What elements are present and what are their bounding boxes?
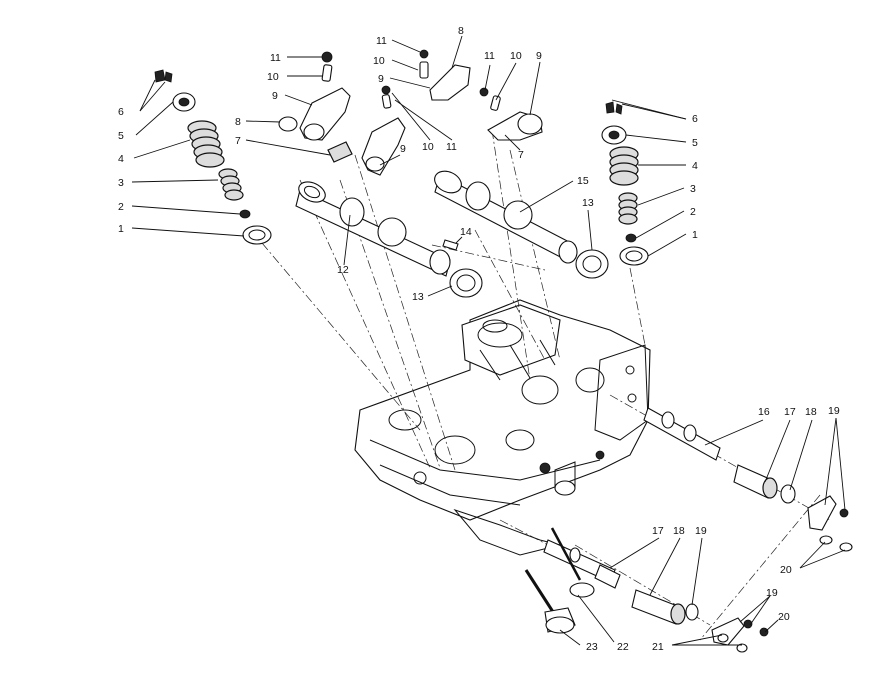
label-5-right: 5	[692, 137, 698, 149]
label-1-right: 1	[692, 229, 698, 241]
outer-spring-left	[187, 120, 225, 168]
label-19-low: 19	[766, 587, 778, 599]
leader-lines	[131, 35, 846, 646]
label-10-top: 10	[373, 55, 385, 67]
label-17-top: 17	[784, 406, 796, 418]
spring-seat-left	[242, 225, 272, 245]
label-11-left: 11	[270, 52, 281, 64]
outer-spring-right	[609, 146, 639, 186]
label-9-topr: 9	[536, 50, 542, 62]
label-3-left: 3	[118, 177, 124, 189]
label-2-right: 2	[690, 206, 696, 218]
right-rocker-assembly	[419, 49, 543, 141]
assembly-centerlines	[261, 129, 831, 641]
label-18-top: 18	[805, 406, 817, 418]
label-7-left: 7	[235, 135, 241, 147]
label-4-left: 4	[118, 153, 124, 165]
inner-spring-left	[218, 168, 244, 201]
label-6-left: 6	[118, 106, 124, 118]
label-19-top: 19	[828, 405, 840, 417]
label-18-bottom: 18	[673, 525, 685, 537]
label-13-left: 13	[412, 291, 424, 303]
label-11-topr: 11	[484, 50, 495, 62]
label-6-right: 6	[692, 113, 698, 125]
upper-shaft-assembly	[643, 407, 853, 552]
left-camshaft	[295, 181, 483, 298]
valve-seal-left	[239, 209, 251, 219]
label-5-left: 5	[118, 130, 124, 142]
label-23: 23	[586, 641, 598, 653]
label-9-mid: 9	[400, 143, 406, 155]
label-7-mid: 7	[518, 149, 524, 161]
label-2-left: 2	[118, 201, 124, 213]
label-12: 12	[337, 264, 349, 276]
label-10-topr: 10	[510, 50, 522, 62]
label-10-left: 10	[267, 71, 279, 83]
right-camshaft	[434, 170, 609, 279]
label-13-right: 13	[582, 197, 594, 209]
label-3-right: 3	[690, 183, 696, 195]
callout-labels: 6 5 4 3 2 1 11 10 9 8 7 12 13 14 11 10 9…	[118, 25, 840, 653]
label-8-left: 8	[235, 116, 241, 128]
label-4-right: 4	[692, 160, 698, 172]
label-11-top: 11	[376, 35, 387, 47]
cylinder-head	[354, 299, 651, 556]
label-8-top: 8	[458, 25, 464, 37]
label-17-bottom: 17	[652, 525, 664, 537]
label-11-mid: 11	[446, 141, 457, 153]
left-rocker-assembly	[278, 51, 406, 176]
left-valve-spring-stack	[154, 69, 272, 245]
label-1-left: 1	[118, 223, 124, 235]
valve-collet-left	[154, 69, 166, 83]
label-16: 16	[758, 406, 770, 418]
label-20-top: 20	[780, 564, 792, 576]
label-22: 22	[617, 641, 629, 653]
valves	[524, 527, 595, 634]
label-14: 14	[460, 226, 472, 238]
label-20-low: 20	[778, 611, 790, 623]
label-9-left: 9	[272, 90, 278, 102]
label-9-top: 9	[378, 73, 384, 85]
label-10-mid: 10	[422, 141, 434, 153]
label-19-bottom: 19	[695, 525, 707, 537]
right-valve-spring-stack	[601, 101, 649, 266]
inner-spring-right	[618, 192, 638, 225]
label-21: 21	[652, 641, 664, 653]
lower-shaft-assembly	[543, 539, 769, 653]
label-15: 15	[577, 175, 589, 187]
